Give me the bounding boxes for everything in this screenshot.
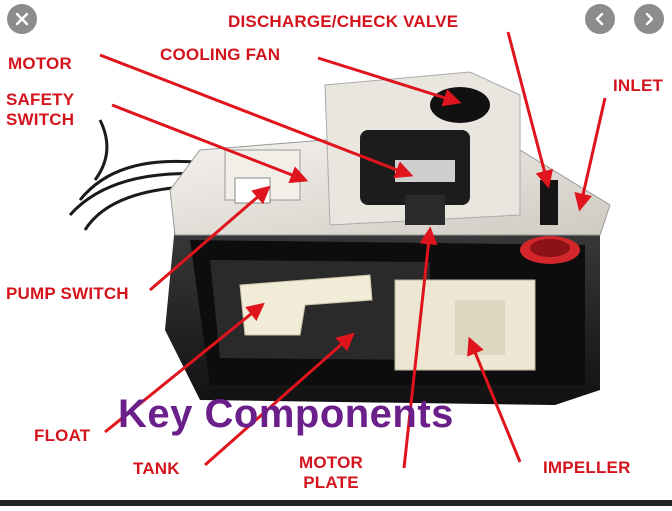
label-impeller: IMPELLER	[543, 458, 631, 478]
close-button[interactable]	[7, 4, 37, 34]
label-safety-switch: SAFETY SWITCH	[6, 90, 74, 130]
label-safety-switch-line2: SWITCH	[6, 110, 74, 130]
key-components-title: Key Components	[118, 392, 454, 437]
next-button[interactable]	[634, 4, 664, 34]
bottom-bar	[0, 500, 672, 506]
label-motor-plate: MOTOR PLATE	[290, 453, 372, 493]
switch-block	[225, 150, 300, 203]
label-motor-plate-line1: MOTOR	[290, 453, 372, 473]
previous-button[interactable]	[585, 4, 615, 34]
label-inlet: INLET	[613, 76, 663, 96]
motor-housing	[325, 72, 520, 225]
chevron-left-icon	[592, 11, 608, 27]
arrow-inlet	[580, 98, 605, 208]
label-motor-plate-line2: PLATE	[290, 473, 372, 493]
label-motor: MOTOR	[8, 54, 72, 74]
chevron-right-icon	[641, 11, 657, 27]
label-cooling-fan: COOLING FAN	[160, 45, 280, 65]
label-tank: TANK	[133, 459, 180, 479]
label-pump-switch: PUMP SWITCH	[6, 284, 129, 304]
label-float: FLOAT	[34, 426, 90, 446]
close-icon	[14, 11, 30, 27]
label-discharge-valve: DISCHARGE/CHECK VALVE	[228, 12, 458, 32]
label-safety-switch-line1: SAFETY	[6, 90, 74, 110]
